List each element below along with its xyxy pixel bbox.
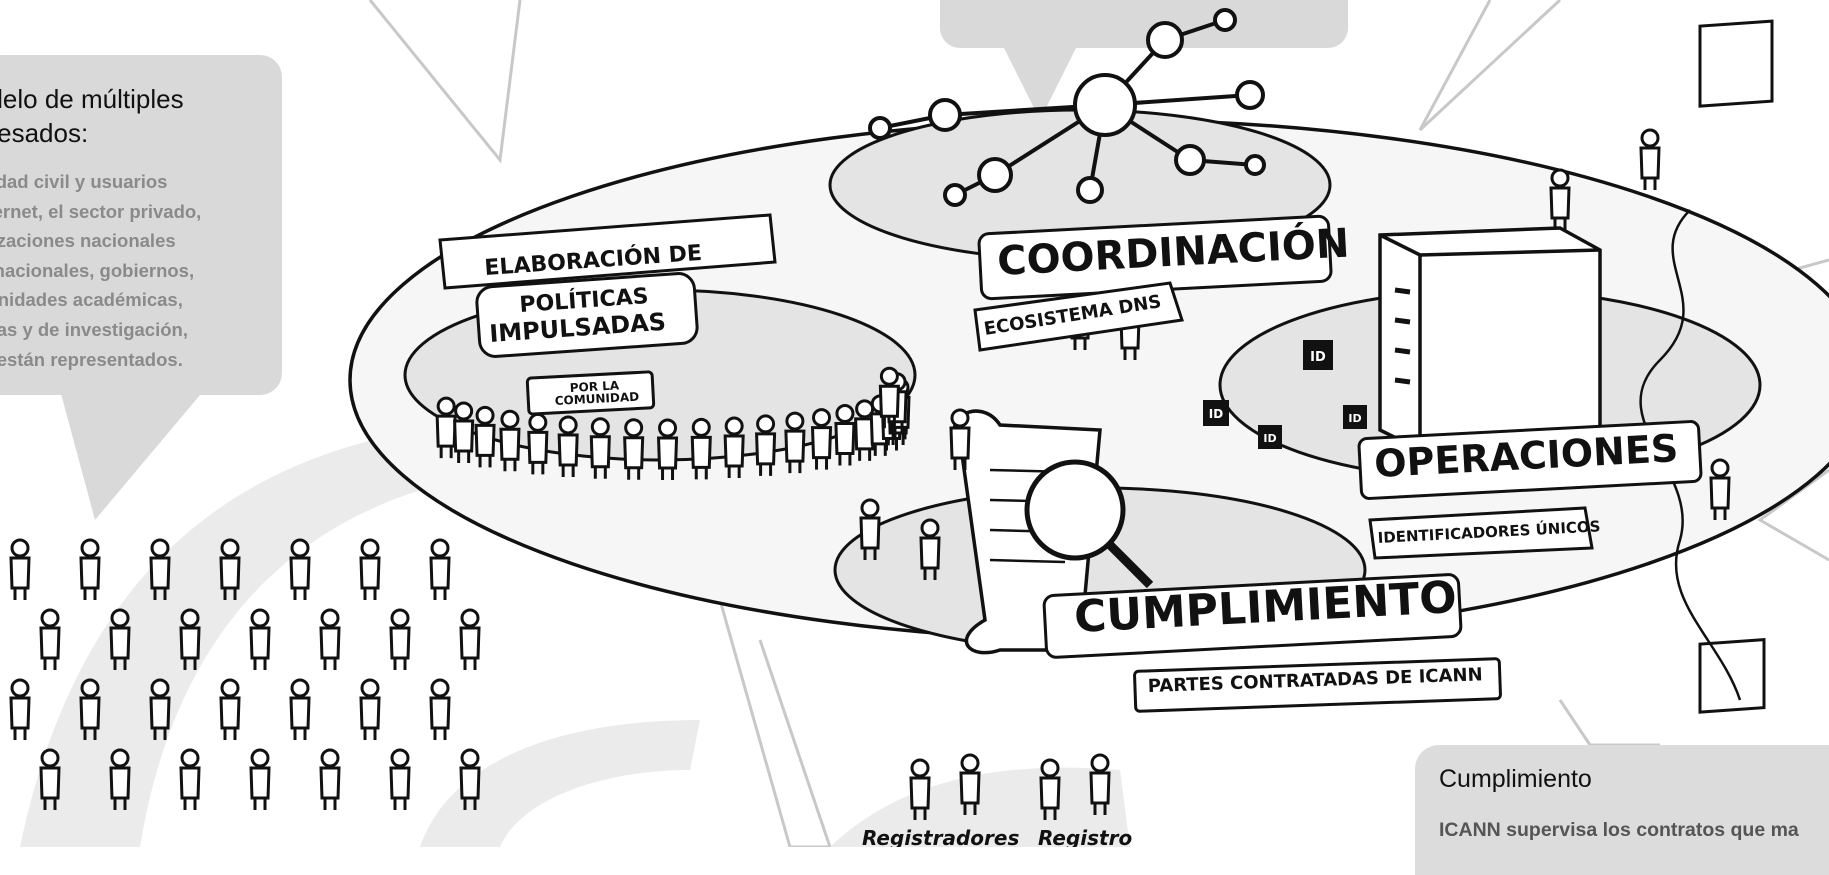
stick-figure bbox=[9, 538, 31, 600]
stick-figure bbox=[39, 748, 61, 810]
compliance-callout: Cumplimiento ICANN supervisa los contrat… bbox=[1415, 745, 1829, 875]
id-badge-text: ID bbox=[1348, 412, 1361, 425]
stick-figure bbox=[319, 748, 341, 810]
stick-figure bbox=[859, 498, 881, 560]
stick-figure bbox=[389, 608, 411, 670]
stick-figure bbox=[219, 538, 241, 600]
stick-figure bbox=[359, 538, 381, 600]
stick-figure bbox=[109, 748, 131, 810]
callout-body: ciedad civil y usuarios Internet, el sec… bbox=[0, 171, 202, 370]
stick-figure bbox=[79, 678, 101, 740]
stick-figure bbox=[690, 417, 712, 480]
stick-figure bbox=[557, 415, 579, 477]
contract-scroll-icon bbox=[952, 409, 1154, 655]
stick-figure bbox=[319, 608, 341, 670]
stick-figure bbox=[359, 678, 381, 740]
stick-figure bbox=[389, 748, 411, 810]
id-badge-text: ID bbox=[1209, 407, 1223, 421]
stick-figure bbox=[9, 678, 31, 740]
stick-figure bbox=[289, 678, 311, 740]
top-callout-tail bbox=[1000, 40, 1080, 120]
computer-icons bbox=[1698, 19, 1774, 714]
stick-figure bbox=[589, 417, 611, 479]
stick-figure bbox=[289, 538, 311, 600]
stick-figure bbox=[499, 409, 521, 472]
stick-figure bbox=[878, 366, 900, 429]
stick-figure bbox=[453, 401, 475, 463]
stick-figure bbox=[249, 748, 271, 810]
stick-figure bbox=[149, 678, 171, 740]
stick-figure bbox=[1089, 753, 1111, 815]
label-banners bbox=[438, 213, 1703, 713]
stick-figure bbox=[854, 399, 876, 461]
label-registradores: Registradores bbox=[862, 826, 1019, 847]
diagram-canvas: ELABORACIÓN DE POLÍTICAS IMPULSADAS POR … bbox=[9, 0, 1829, 847]
stick-figure bbox=[179, 608, 201, 670]
stick-figure bbox=[39, 608, 61, 670]
stick-figure bbox=[909, 758, 931, 820]
label-comunidad: COMUNIDAD bbox=[554, 390, 639, 408]
stick-figure bbox=[919, 518, 941, 580]
stick-figure bbox=[1709, 458, 1731, 520]
stick-figure bbox=[949, 408, 971, 470]
stick-figure bbox=[474, 405, 496, 468]
stick-figure bbox=[179, 748, 201, 810]
stick-figure bbox=[959, 753, 981, 815]
id-badge-text: ID bbox=[1263, 432, 1276, 445]
multistakeholder-callout: odelo de múltiples eresados: ciedad civi… bbox=[0, 55, 282, 395]
id-badge-text: ID bbox=[1310, 350, 1326, 365]
stick-figure bbox=[784, 411, 806, 474]
stick-figure bbox=[429, 538, 451, 600]
compliance-callout-title: Cumplimiento bbox=[1439, 765, 1592, 793]
compliance-callout-body: ICANN supervisa los contratos que ma bbox=[1439, 819, 1799, 841]
stick-figure bbox=[249, 608, 271, 670]
callout-title: odelo de múltiples eresados: bbox=[0, 84, 184, 148]
stick-figure bbox=[219, 678, 241, 740]
stick-figure bbox=[623, 418, 645, 480]
stick-figure bbox=[149, 538, 171, 600]
stick-figure bbox=[109, 608, 131, 670]
stick-figure bbox=[656, 418, 679, 480]
server-tower bbox=[1378, 226, 1602, 452]
stick-figure bbox=[723, 416, 745, 479]
stick-figure bbox=[459, 748, 481, 810]
stick-figure bbox=[1549, 168, 1571, 230]
stick-figure bbox=[1039, 758, 1061, 820]
left-callout-tail bbox=[60, 390, 200, 520]
id-badges: ID ID ID ID bbox=[1203, 340, 1367, 449]
stick-figure bbox=[834, 403, 856, 466]
stick-figure bbox=[79, 538, 101, 600]
network-graph bbox=[868, 8, 1266, 207]
stick-figure bbox=[459, 608, 481, 670]
stick-figure bbox=[429, 678, 451, 740]
community-crowd bbox=[9, 128, 1731, 820]
label-por-la: POR LA bbox=[569, 378, 620, 395]
stick-figure bbox=[1639, 128, 1661, 190]
stick-figure bbox=[755, 414, 777, 476]
stick-figure bbox=[810, 408, 833, 470]
label-registro: Registro bbox=[1038, 826, 1132, 847]
